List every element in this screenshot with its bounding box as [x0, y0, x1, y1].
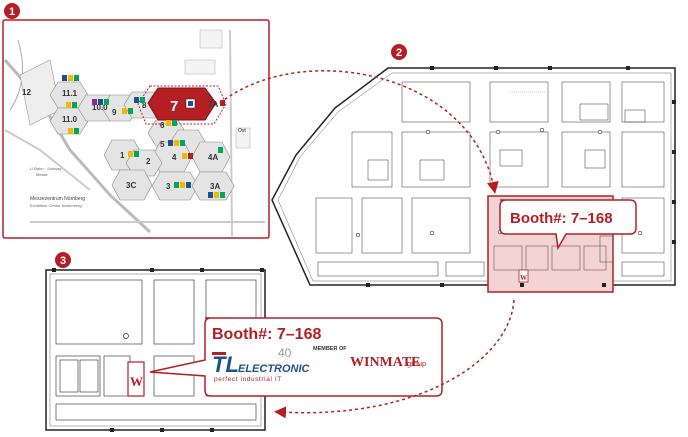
hall-3-label: 3 — [166, 182, 171, 191]
arrow-hall-to-detail — [274, 299, 515, 419]
hall-6-label: 6 — [160, 121, 165, 130]
hall-11-0-label: 11.0 — [62, 115, 78, 124]
svg-text:3: 3 — [60, 255, 66, 267]
svg-text:2: 2 — [396, 47, 402, 59]
hall-8-label: 8 — [142, 101, 147, 110]
svg-text:TL: TL — [212, 352, 239, 377]
exit-east-label: Ost — [238, 128, 246, 134]
overview-map-panel: 12 7 11.1 11.0 10.0 9 8 7A — [2, 19, 270, 239]
group-suffix: group — [407, 359, 426, 368]
subway-label: U-Bahn · Subway — [30, 166, 61, 171]
winmate-group-logo: MEMBER OF WINMATE group — [313, 346, 426, 370]
hall-7a-label: 7A — [208, 100, 218, 109]
hall-7-label: 7 — [170, 98, 178, 115]
booth-area-blocks — [493, 245, 607, 271]
booth-number-hall: Booth#: 7–168 — [510, 210, 613, 227]
hall-5-label: 5 — [160, 140, 165, 149]
booth-callout-detail: Booth#: 7–168 TL ELECTRONIC perfect indu… — [149, 317, 443, 397]
svg-text:1: 1 — [9, 6, 15, 18]
hall-4a-label: 4A — [208, 153, 218, 162]
arrow-overview-to-hall — [219, 70, 499, 194]
step-1-badge: 1 — [4, 3, 20, 19]
station-label: Messe — [36, 172, 49, 177]
hall-3c-label: 3C — [126, 181, 136, 190]
step-2-badge: 2 — [391, 44, 407, 60]
venue-label: Messezentrum Nürnberg — [30, 196, 85, 202]
booth-number-detail: Booth#: 7–168 — [212, 326, 321, 343]
hall-9-label: 9 — [112, 108, 117, 117]
step-3-badge: 3 — [55, 252, 71, 268]
tl-electronic-logo: TL ELECTRONIC perfect industrial IT 40 — [212, 346, 311, 383]
company-name: ELECTRONIC — [238, 363, 311, 375]
winmate-brand: WINMATE — [350, 355, 421, 370]
hall-3a-label: 3A — [210, 182, 220, 191]
hall-2-label: 2 — [146, 157, 151, 166]
hall-12-label: 12 — [22, 88, 31, 97]
hall-11-1-label: 11.1 — [62, 89, 78, 98]
hall-1-label: 1 — [120, 151, 125, 160]
hall-4-label: 4 — [172, 153, 177, 162]
hall-7-plan-panel: W — [271, 66, 676, 293]
member-of-label: MEMBER OF — [313, 346, 347, 352]
venue-label-en: Exhibition Centre Nuremberg — [30, 203, 82, 208]
hall-10-label: 10.0 — [92, 103, 108, 112]
winmate-marker: W — [130, 374, 143, 389]
winmate-marker-small: W — [520, 274, 527, 282]
product-markers — [62, 75, 225, 198]
company-tagline: perfect industrial IT — [214, 376, 282, 383]
anniversary-mark: 40 — [278, 346, 292, 360]
booth-callout-hall: Booth#: 7–168 — [499, 199, 637, 251]
